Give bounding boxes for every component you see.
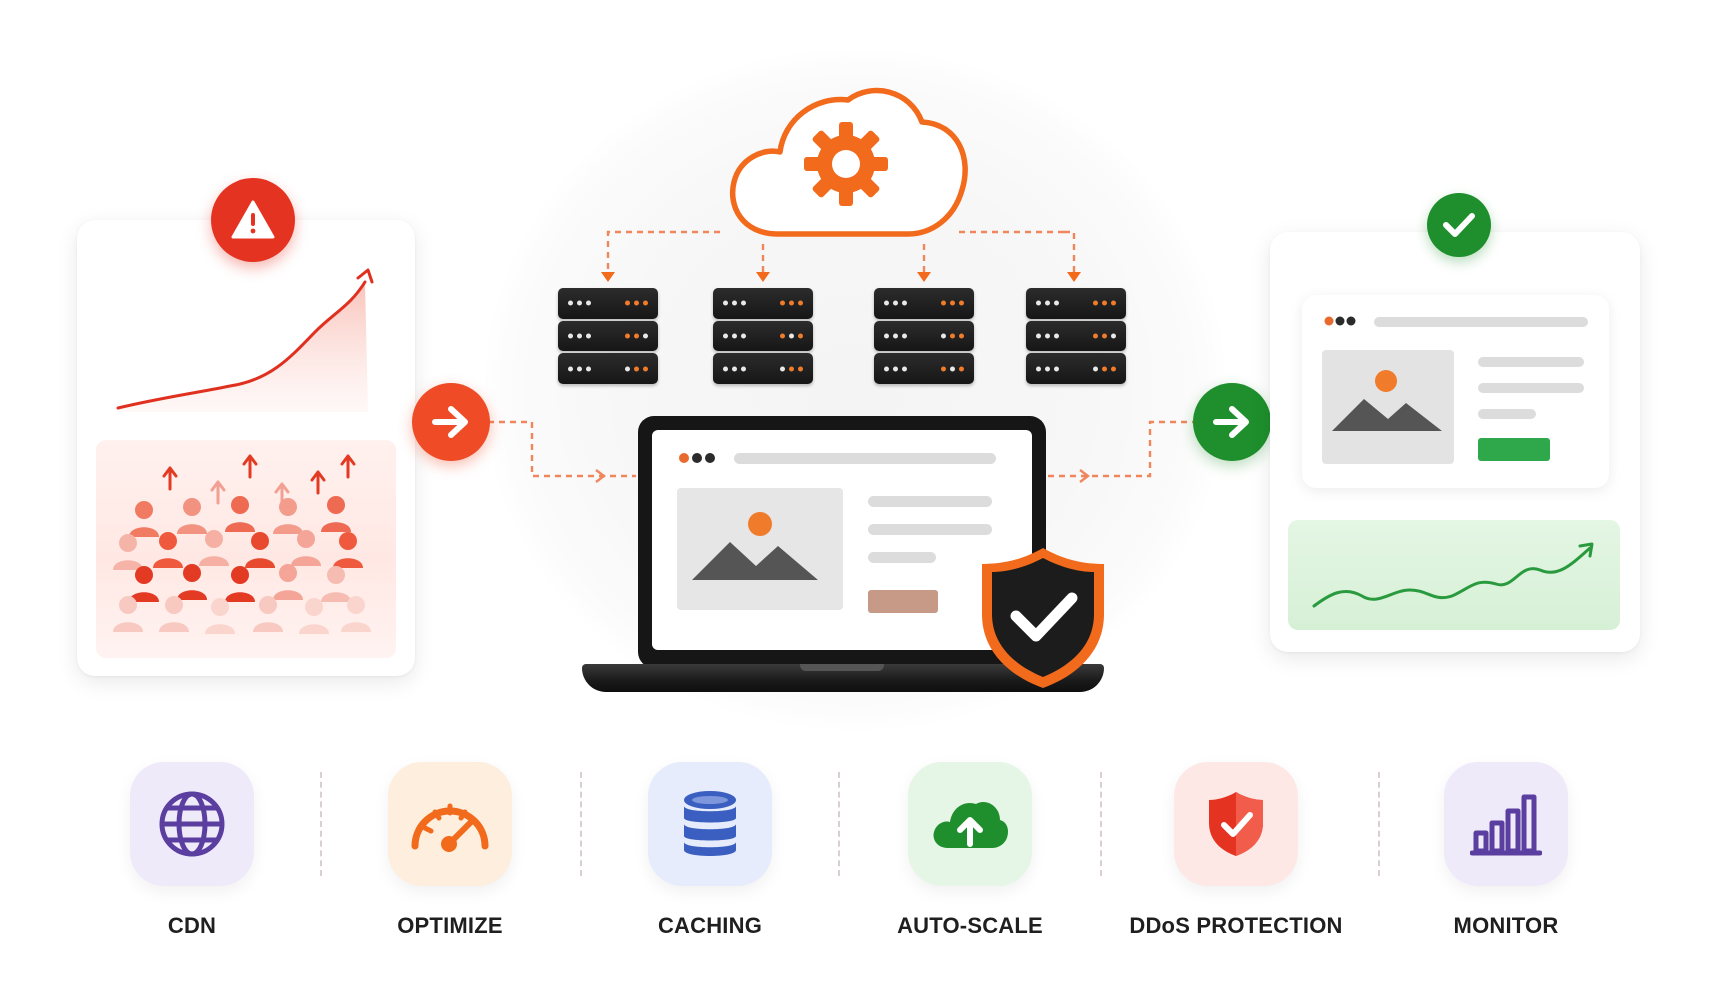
feature-divider — [320, 772, 322, 876]
alert-badge — [211, 178, 295, 262]
globe-icon — [159, 791, 225, 857]
feature-label: AUTO-SCALE — [897, 913, 1043, 938]
feature-icon-tile — [1174, 762, 1298, 886]
feature-label: CDN — [167, 913, 217, 938]
feature-icon-tile — [908, 762, 1032, 886]
feature-auto-scale: AUTO-SCALE — [850, 762, 1090, 939]
server-4 — [1026, 288, 1126, 385]
outbound-arrow-button — [1193, 383, 1271, 461]
feature-caching: CACHING — [590, 762, 830, 939]
arrow-right-icon — [432, 406, 468, 438]
feature-monitor: MONITOR — [1386, 762, 1626, 939]
feature-icon-tile — [130, 762, 254, 886]
feature-icon-tile — [648, 762, 772, 886]
inbound-traffic-connector — [488, 420, 636, 483]
feature-ddos-protection: DDoS PROTECTION — [1116, 762, 1356, 939]
bar-chart-icon — [1470, 794, 1542, 856]
laptop-webpage-mockup — [677, 453, 996, 613]
cloud-upload-icon — [933, 801, 1008, 848]
laptop-notch — [800, 664, 884, 671]
feature-cdn: CDN — [72, 762, 312, 939]
feature-label: MONITOR — [1453, 913, 1559, 938]
feature-divider — [1100, 772, 1102, 876]
check-circle-icon — [1443, 213, 1475, 237]
warning-triangle-icon — [231, 200, 275, 239]
stable-traffic-panel — [1288, 520, 1620, 630]
feature-divider — [1378, 772, 1380, 876]
shield-check-icon — [982, 548, 1104, 688]
distribution-connectors — [601, 230, 1081, 282]
cloud-gear-icon — [730, 87, 968, 237]
server-2 — [713, 288, 813, 385]
crowd-users-icon — [113, 454, 371, 634]
feature-icon-tile — [1444, 762, 1568, 886]
arrow-right-icon — [1213, 406, 1249, 438]
speedometer-icon — [411, 803, 489, 852]
feature-icon-tile — [388, 762, 512, 886]
feature-label: OPTIMIZE — [397, 913, 503, 938]
server-1 — [558, 288, 658, 385]
feature-optimize: OPTIMIZE — [330, 762, 570, 939]
database-icon — [684, 791, 736, 856]
outbound-traffic-connector — [1048, 420, 1194, 483]
stable-traffic-chart — [1312, 542, 1594, 608]
server-3 — [874, 288, 974, 385]
shield-check-icon — [1209, 792, 1263, 856]
feature-divider — [838, 772, 840, 876]
feature-label: DDoS PROTECTION — [1129, 913, 1343, 938]
feature-divider — [580, 772, 582, 876]
webpage-preview-mockup — [1322, 316, 1588, 464]
rising-traffic-chart — [116, 268, 374, 412]
success-badge — [1427, 193, 1491, 257]
inbound-arrow-button — [412, 383, 490, 461]
feature-label: CACHING — [657, 913, 763, 938]
